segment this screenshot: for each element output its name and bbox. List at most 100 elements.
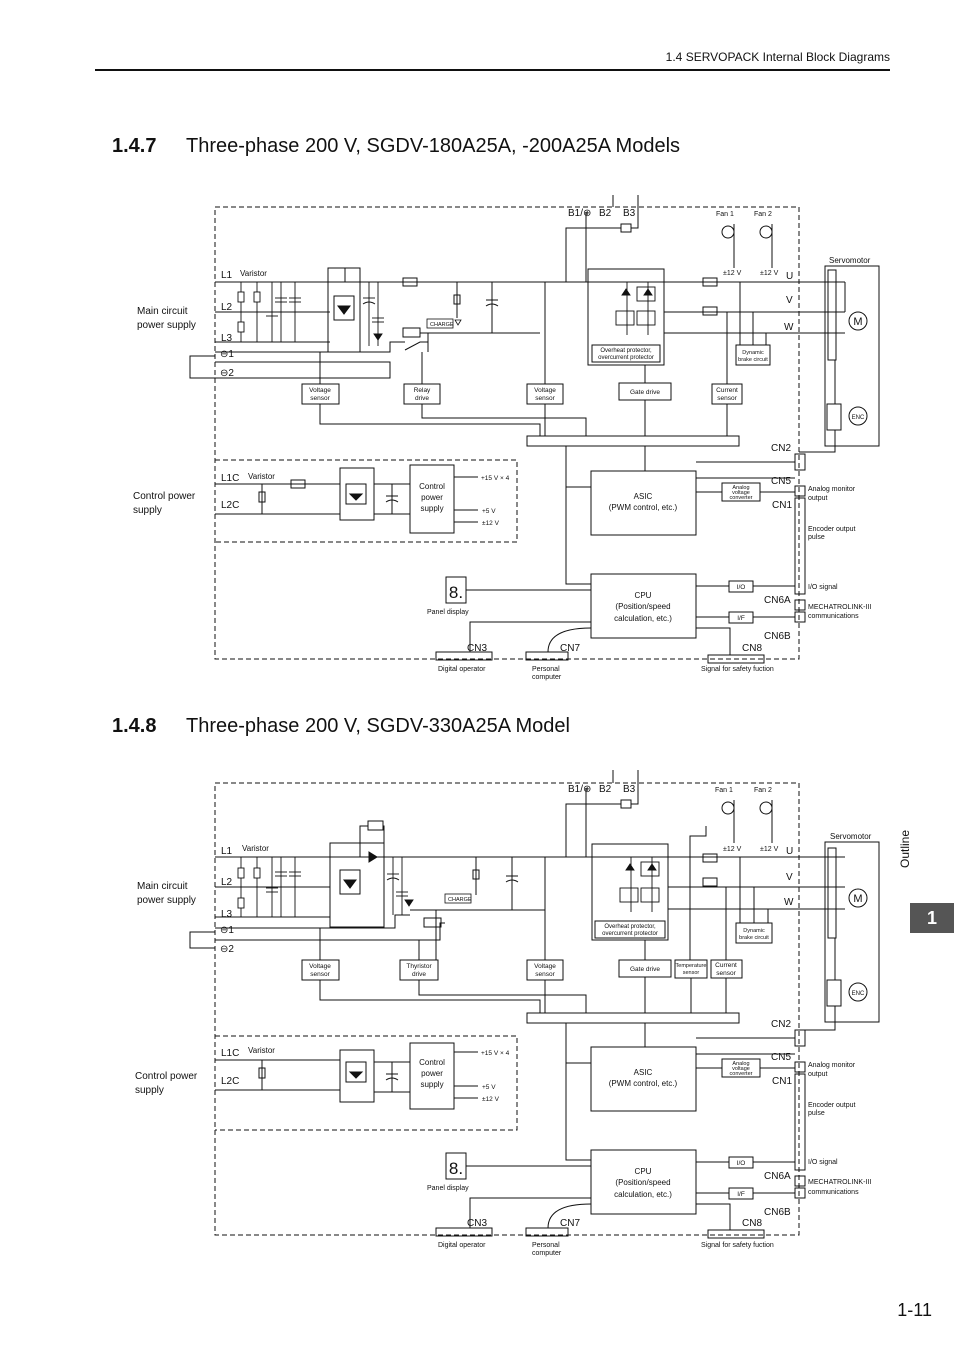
svg-text:L2C: L2C — [221, 1076, 239, 1087]
cn8-connector — [707, 1229, 765, 1239]
svg-text:V: V — [786, 295, 793, 306]
cn3-connector — [435, 1227, 493, 1237]
servopack-boundary — [214, 782, 800, 1236]
overheat-label: Overheat protector, — [604, 924, 656, 930]
section-title: Three-phase 200 V, SGDV-330A25A Model — [186, 715, 570, 737]
svg-text:CN6A: CN6A — [764, 595, 791, 606]
svg-text:CN6A: CN6A — [764, 1171, 791, 1182]
svg-text:supply: supply — [133, 505, 162, 516]
svg-text:L1C: L1C — [221, 1048, 239, 1059]
svg-text:B2: B2 — [599, 208, 612, 219]
cn6a-connector — [794, 1175, 806, 1187]
svg-text:I/O signal: I/O signal — [808, 1159, 838, 1166]
section-number: 1.4.7 — [112, 135, 157, 157]
svg-text:(Position/speed: (Position/speed — [615, 1178, 670, 1187]
svg-text:CN1: CN1 — [772, 1076, 792, 1087]
servomotor-box — [824, 841, 880, 1023]
svg-text:converter: converter — [730, 1071, 753, 1077]
svg-text:power supply: power supply — [137, 895, 196, 906]
svg-text:B1/⊕: B1/⊕ — [568, 208, 591, 219]
svg-text:L2: L2 — [221, 302, 233, 313]
svg-text:+15 V × 4: +15 V × 4 — [481, 475, 510, 482]
enc-label: ENC — [852, 415, 865, 421]
internal-bus — [526, 1012, 740, 1024]
svg-text:I/O: I/O — [737, 1160, 746, 1167]
cn2-connector — [794, 453, 806, 471]
svg-text:supply: supply — [420, 504, 443, 513]
cn6a-connector — [794, 599, 806, 611]
svg-text:brake circuit: brake circuit — [738, 357, 768, 363]
cn3-connector — [435, 651, 493, 661]
enc-label: ENC — [852, 991, 865, 997]
svg-text:power supply: power supply — [137, 320, 196, 331]
cn1-connector — [794, 497, 806, 595]
varistor-label: Varistor — [240, 269, 267, 278]
svg-text:+5 V: +5 V — [482, 508, 496, 515]
svg-text:L1: L1 — [221, 270, 233, 281]
svg-text:CPU: CPU — [635, 591, 652, 600]
svg-text:Temperature: Temperature — [676, 963, 707, 969]
svg-text:B1/⊕: B1/⊕ — [568, 784, 591, 795]
svg-text:pulse: pulse — [808, 534, 825, 541]
svg-text:(Position/speed: (Position/speed — [615, 602, 670, 611]
motor-symbol — [848, 888, 868, 908]
svg-text:sensor: sensor — [310, 971, 330, 978]
svg-text:8.: 8. — [449, 583, 463, 602]
svg-text:power: power — [421, 1069, 443, 1078]
svg-text:Current: Current — [715, 962, 737, 969]
control-power-supply-box — [409, 1042, 455, 1110]
section-number: 1.4.8 — [112, 715, 157, 737]
svg-text:±12 V: ±12 V — [723, 846, 742, 853]
svg-text:L2C: L2C — [221, 500, 239, 511]
svg-text:Personal: Personal — [532, 1242, 560, 1249]
svg-text:Varistor: Varistor — [248, 472, 275, 481]
cn7-connector — [525, 651, 569, 661]
svg-text:Panel display: Panel display — [427, 1185, 469, 1192]
cn7-connector — [525, 1227, 569, 1237]
svg-text:±12 V: ±12 V — [723, 270, 742, 277]
svg-text:(PWM control, etc.): (PWM control, etc.) — [609, 1079, 678, 1088]
control-power-supply-box — [409, 464, 455, 534]
svg-text:I/O: I/O — [737, 584, 746, 591]
svg-text:⊖1: ⊖1 — [220, 349, 234, 360]
svg-text:CN2: CN2 — [771, 443, 791, 454]
servomotor-label: Servomotor — [829, 256, 871, 265]
cn6b-connector — [794, 1187, 806, 1199]
svg-text:overcurrent protector: overcurrent protector — [602, 931, 658, 937]
svg-text:supply: supply — [420, 1080, 443, 1089]
svg-text:±12 V: ±12 V — [760, 270, 779, 277]
svg-text:output: output — [808, 495, 828, 502]
svg-text:CN7: CN7 — [560, 643, 580, 654]
main-supply-label: Main circuit — [137, 881, 188, 892]
svg-text:sensor: sensor — [683, 970, 700, 976]
block-diagram-2: CHARGE Overheat protector, overcurrent p… — [135, 770, 880, 1257]
svg-text:L1: L1 — [221, 846, 233, 857]
svg-text:Control: Control — [419, 482, 445, 491]
svg-text:ASIC: ASIC — [634, 1068, 653, 1077]
asic-box — [590, 1046, 697, 1112]
svg-text:Control: Control — [419, 1058, 445, 1067]
chapter-side-label: Outline — [898, 829, 913, 869]
control-section-boundary — [215, 1035, 518, 1131]
cn2-connector — [794, 1029, 806, 1047]
svg-text:CN1: CN1 — [772, 500, 792, 511]
svg-text:CN5: CN5 — [771, 1052, 791, 1063]
svg-text:⊖1: ⊖1 — [220, 925, 234, 936]
fan-1-icon — [721, 801, 735, 815]
svg-text:voltage: voltage — [732, 1066, 750, 1072]
svg-text:±12 V: ±12 V — [482, 1096, 500, 1103]
svg-text:Fan 1: Fan 1 — [715, 787, 733, 794]
svg-text:Analog: Analog — [732, 1061, 749, 1067]
fan-2-icon — [759, 801, 773, 815]
svg-text:Varistor: Varistor — [248, 1046, 275, 1055]
section-title: Three-phase 200 V, SGDV-180A25A, -200A25… — [186, 135, 681, 157]
svg-text:communications: communications — [808, 1189, 859, 1196]
svg-text:L3: L3 — [221, 333, 233, 344]
control-supply-label: Control power — [133, 491, 196, 502]
svg-text:⊖2: ⊖2 — [220, 944, 234, 955]
svg-text:converter: converter — [730, 495, 753, 501]
svg-text:sensor: sensor — [310, 395, 330, 402]
svg-text:CN6B: CN6B — [764, 631, 791, 642]
dynamic-brake-label: Dynamic — [743, 928, 765, 934]
section-heading-1: 1.4.7 Three-phase 200 V, SGDV-180A25A, -2… — [112, 135, 680, 158]
